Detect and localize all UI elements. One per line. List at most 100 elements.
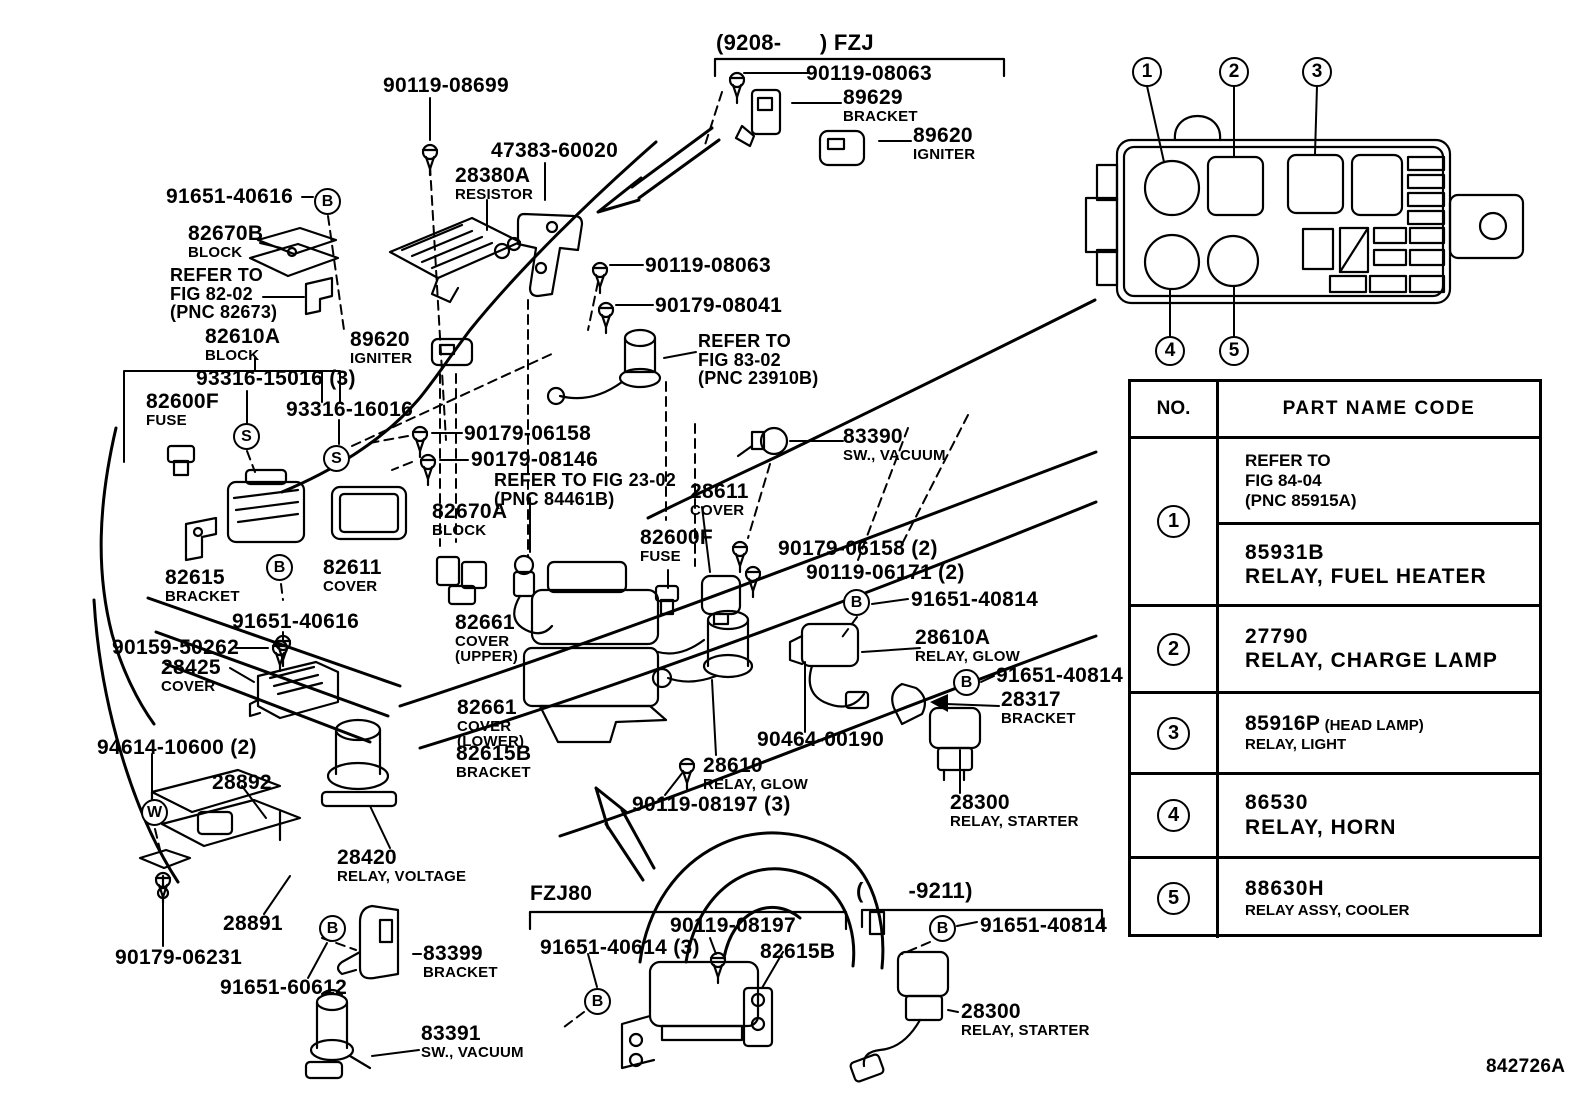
relay-socket-5 <box>1206 234 1260 288</box>
table-header: NO. PART NAME CODE <box>1131 382 1539 436</box>
screw-icon <box>597 301 615 335</box>
part-number-text: 842726A <box>1486 1056 1566 1077</box>
bracket-83399-sketch <box>336 904 400 980</box>
section-brackets <box>528 57 1104 931</box>
fuse-82600F-left-sketch <box>166 444 196 477</box>
table-row: 3 85916P (HEAD LAMP)RELAY, LIGHT <box>1131 691 1539 772</box>
bracket-47383-sketch <box>516 212 584 298</box>
part-label: 90119-08197 <box>670 915 796 937</box>
part-number-text: 90464-00190 <box>757 728 885 751</box>
row-number: 3 <box>1157 716 1190 750</box>
dashed-lines <box>154 91 969 1031</box>
part-number-text: 83390 <box>843 425 903 448</box>
screw-icon <box>709 951 727 985</box>
fuse-82600F-2-sketch <box>654 584 680 616</box>
part-number-text: 91651-40814 <box>911 588 1039 611</box>
part-number-text: 89629 <box>843 86 903 109</box>
relay-socket-1 <box>1143 159 1201 217</box>
part-name-line: 88630H <box>1245 877 1325 901</box>
plug-fig2302-sketch <box>512 554 554 635</box>
part-number-text: 90119-08699 <box>383 74 509 97</box>
part-number-text: REFER TO FIG 23-02 <box>494 470 677 490</box>
relay-assy-fzj80-sketch <box>620 960 774 1070</box>
screw-icon <box>728 71 746 105</box>
part-name-text: FUSE <box>640 547 681 565</box>
part-number-text: 47383-60020 <box>491 139 619 162</box>
relay-28300-mid-sketch <box>928 706 982 782</box>
fastener-symbol-B: B <box>953 669 980 696</box>
part-name-text: (UPPER) <box>455 648 519 666</box>
part-number-text: 90119-08197 (3) <box>632 793 791 816</box>
part-label: 90179-06158 (2) <box>778 538 938 560</box>
part-name-text: RELAY, STARTER <box>950 812 1079 830</box>
part-name-text: BRACKET <box>1001 709 1076 727</box>
fuse-block-82610A-sketch <box>226 468 306 544</box>
part-number-text: 28380A <box>455 164 531 187</box>
part-label: 90179-06231 <box>115 947 242 969</box>
switch-83391-sketch <box>304 988 372 1080</box>
relay-socket-3 <box>1286 153 1345 215</box>
part-name-line: RELAY, CHARGE LAMP <box>1245 649 1498 672</box>
part-name-text: SW., VACUUM <box>843 446 946 464</box>
part-label: 90179-06158 <box>464 423 591 445</box>
row-number: 2 <box>1157 632 1190 666</box>
part-label: 90464-00190 <box>757 729 884 751</box>
part-name-line: 27790 <box>1245 624 1309 648</box>
row-number-cell: 5 <box>1131 859 1219 938</box>
screw-icon <box>678 757 696 791</box>
relay-socket-2 <box>1206 155 1265 217</box>
part-label: REFER TO FIG 23-02(PNC 84461B) <box>494 471 676 508</box>
part-name-text: (LOWER) <box>457 733 525 751</box>
cover-82611-sketch <box>330 485 408 541</box>
part-name-text: BRACKET <box>165 587 240 605</box>
part-number-text: 82611 <box>323 556 382 579</box>
part-label: (9208- ) FZJ <box>716 31 874 55</box>
bracket-82615-sketch <box>184 516 218 562</box>
part-label: 82615B <box>760 941 835 963</box>
part-number-text: 28610A <box>915 626 991 649</box>
row-number: 1 <box>1157 505 1190 538</box>
part-number-text: 83391 <box>421 1022 481 1045</box>
igniter-89620-top-sketch <box>818 129 866 167</box>
table-header-part-name-code: PART NAME CODE <box>1282 398 1476 419</box>
part-name-text: COVER <box>455 632 510 650</box>
part-number-text: 82600F <box>640 526 714 549</box>
part-label: 90179-08041 <box>655 295 782 317</box>
part-name-cell: 85916P (HEAD LAMP)RELAY, LIGHT <box>1219 694 1539 772</box>
part-number-text: 82615 <box>165 566 225 589</box>
relay-socket-4 <box>1143 233 1201 291</box>
block-82670A-sketch <box>435 555 488 606</box>
part-name-text: IGNITER <box>350 349 413 367</box>
relay-box-drawing <box>1084 115 1525 305</box>
part-name-text: SW., VACUUM <box>421 1043 524 1061</box>
part-name-line: FIG 84-04 <box>1245 470 1322 490</box>
part-number-text: 93316-16016 <box>286 398 414 421</box>
bracket-fig82-sketch <box>304 276 334 316</box>
arrows <box>594 126 721 882</box>
fastener-symbol-B: B <box>843 589 870 616</box>
part-number-text: 82670B <box>188 222 264 245</box>
part-label: ( -9211) <box>856 879 973 903</box>
part-name-line: 85916P (HEAD LAMP) <box>1245 712 1424 736</box>
glow-relay-28610-sketch <box>651 609 754 689</box>
part-label: 93316-16016 <box>286 399 413 421</box>
part-name-text: RESISTOR <box>455 185 534 203</box>
part-name-text: BLOCK <box>205 346 260 364</box>
